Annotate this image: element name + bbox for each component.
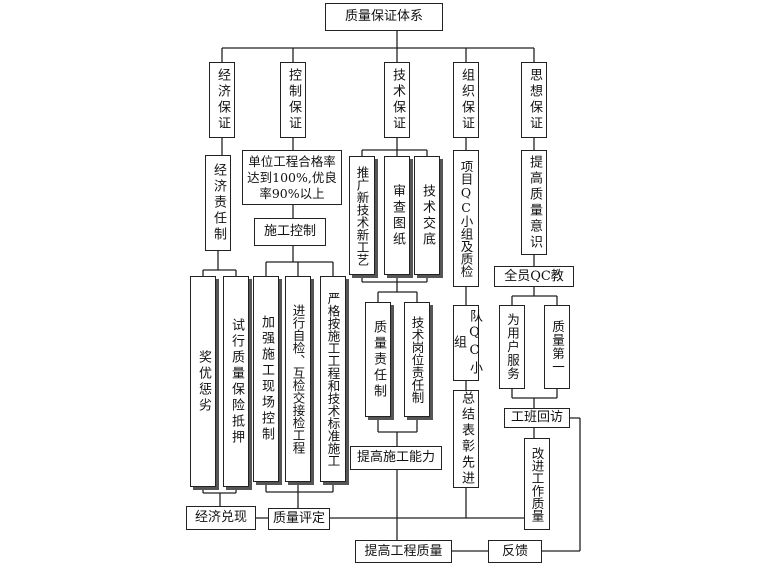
target-rate-box: 单位工程合格率达到100%,优良率90%以上 <box>242 150 342 205</box>
site-control-box: 加强施工现场控制 <box>253 276 279 482</box>
promote-new-tech-box: 推广新技术新工艺 <box>349 156 375 275</box>
improve-work-quality-box: 改进工作质量 <box>524 438 550 530</box>
qc-education-box: 全员QC教 <box>494 266 574 287</box>
quality-responsibility-box: 质量责任制 <box>365 302 391 417</box>
reward-punish-box: 奖优惩劣 <box>190 276 216 487</box>
quality-awareness-box: 提高质量意识 <box>521 150 547 255</box>
strict-standard-box: 严格按施工工程和技术标准施工 <box>320 276 346 482</box>
category-economic: 经济保证 <box>209 62 235 138</box>
self-check-box: 进行自检、互检交接检工程 <box>285 276 311 482</box>
construction-control-box: 施工控制 <box>254 218 326 246</box>
category-organization: 组织保证 <box>453 62 479 138</box>
drawing-review-box: 审查图纸 <box>384 156 410 275</box>
qc-team-box: 队QC小组 <box>451 305 482 381</box>
economic-cash-box: 经济兑现 <box>186 506 256 530</box>
quality-insurance-box: 试行质量保险抵押 <box>223 276 249 487</box>
category-technical: 技术保证 <box>384 62 410 138</box>
serve-users-box: 为用户服务 <box>499 305 525 389</box>
category-ideology: 思想保证 <box>521 62 547 138</box>
tech-disclosure-box: 技术交底 <box>414 156 440 275</box>
economic-responsibility-box: 经济责任制 <box>205 155 231 251</box>
team-visit-box: 工班回访 <box>504 408 570 428</box>
improve-ability-box: 提高施工能力 <box>350 446 442 470</box>
improve-project-quality-box: 提高工程质量 <box>355 540 452 563</box>
quality-first-box: 质量第一 <box>544 305 570 389</box>
qc-group-box: 项目QC小组及质检 <box>453 150 479 287</box>
feedback-box: 反馈 <box>488 540 542 563</box>
quality-evaluation-box: 质量评定 <box>268 508 330 530</box>
category-control: 控制保证 <box>280 62 306 138</box>
summary-commend-box: 总结表彰先进 <box>453 390 479 488</box>
post-responsibility-box: 技术岗位责任制 <box>404 302 430 417</box>
title-box: 质量保证体系 <box>325 3 443 31</box>
